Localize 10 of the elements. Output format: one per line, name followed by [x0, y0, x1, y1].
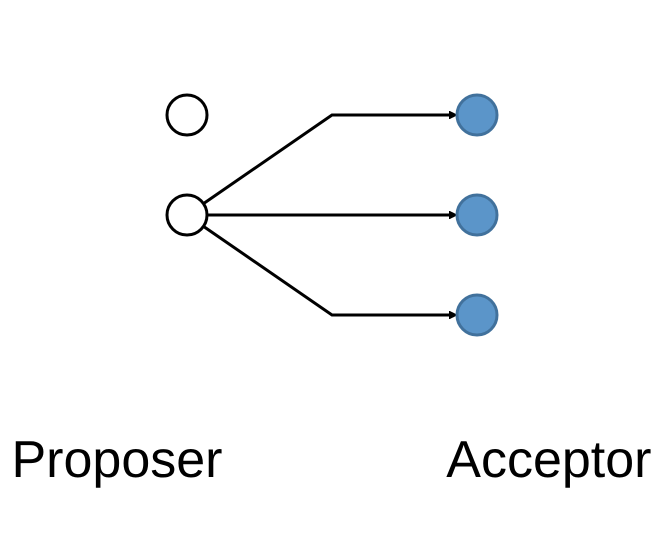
circle-node: [165, 194, 208, 236]
role-label: Proposer: [12, 430, 222, 490]
arrow: [206, 210, 457, 220]
circle-node: [455, 194, 498, 236]
role-label: Acceptor: [446, 430, 652, 490]
circle-node: [455, 294, 498, 336]
circle-node: [455, 94, 498, 136]
arrow: [202, 225, 457, 320]
arrow: [202, 110, 457, 205]
circle-node: [165, 94, 208, 136]
